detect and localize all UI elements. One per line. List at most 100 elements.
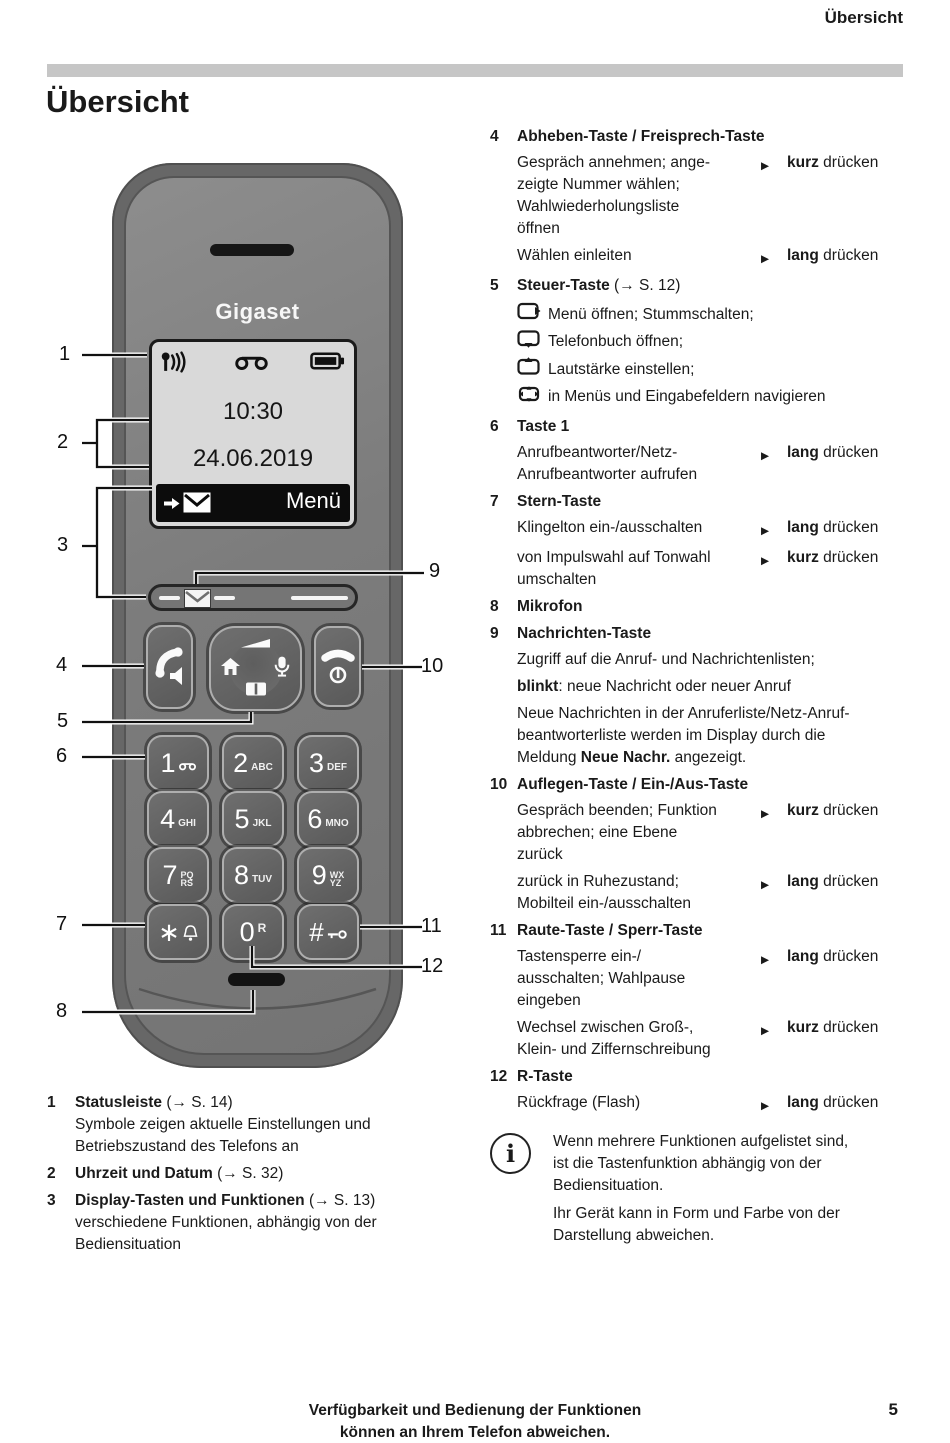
callout-number-2: 2: [57, 431, 69, 453]
message-key-envelope-icon: [184, 588, 211, 613]
arrow-icon: →: [171, 1094, 187, 1111]
key-digit: 3: [308, 747, 325, 778]
legend-item-number: 6: [490, 418, 499, 435]
legend-item-title: Nachrichten-Taste: [517, 623, 914, 645]
info-note-paragraph: Ihr Gerät kann in Form und Farbe von der…: [553, 1205, 840, 1244]
legend-item-title: Display-Tasten und Funktionen (→ S. 13): [75, 1190, 477, 1212]
function-description: Klingelton ein-/ausschalten: [517, 519, 703, 536]
control-key-function-row: Lautstärke einstellen;: [517, 356, 914, 384]
legend-item-title-text: Statusleiste: [75, 1094, 163, 1111]
callout-number-10: 10: [421, 655, 444, 677]
key-digit: #: [309, 917, 324, 947]
legend-item-title-text: Stern-Taste: [517, 493, 602, 510]
key-letters: JKL: [252, 817, 272, 829]
function-row: Klingelton ein-/ausschalten▶lang drücken: [517, 517, 914, 542]
legend-item-title: Abheben-Taste / Freisprech-Taste: [517, 126, 914, 148]
legend-item-title: Uhrzeit und Datum (→ S. 32): [75, 1163, 477, 1185]
key-letters: ABC: [251, 761, 273, 773]
press-action: kurz drücken: [787, 1019, 879, 1036]
control-key-function-row: in Menüs und Eingabefeldern navigieren: [517, 384, 914, 412]
display-date: 24.06.2019: [192, 445, 314, 472]
function-description: zurück in Ruhezustand; Mobilteil ein-/au…: [517, 873, 692, 912]
legend-item-title: Statusleiste (→ S. 14): [75, 1092, 477, 1114]
page-title: Übersicht: [46, 84, 189, 119]
page-reference: (→ S. 32): [212, 1165, 284, 1182]
legend-item-title-text: Display-Tasten und Funktionen: [75, 1192, 305, 1209]
function-description: Gespräch beenden; Funktion abbrechen; ei…: [517, 802, 717, 863]
legend-item-title: Stern-Taste: [517, 491, 914, 513]
legend-item-2: 2 Uhrzeit und Datum (→ S. 32): [47, 1163, 477, 1185]
legend-item-number: 9: [490, 625, 499, 642]
function-row: Tastensperre ein-/ ausschalten; Wahlpaus…: [517, 946, 914, 1012]
press-action: kurz drücken: [787, 549, 879, 566]
control-key-function-row: Telefonbuch öffnen;: [517, 329, 914, 357]
end-call-power-key: [314, 626, 361, 707]
function-row: Wählen einleiten▶lang drücken: [517, 245, 914, 270]
callout-number-8: 8: [56, 1000, 68, 1022]
press-action: lang drücken: [787, 247, 879, 264]
key-letters: GHI: [178, 817, 196, 829]
function-description: Menü öffnen; Stummschalten;: [548, 305, 754, 323]
display-key-mid-line: [214, 596, 235, 600]
legend-item-title: R-Taste: [517, 1066, 914, 1088]
page-reference: (→ S. 12): [609, 277, 681, 294]
legend-item-number: 8: [490, 598, 499, 615]
footer-note: Verfügbarkeit und Bedienung der Funktion…: [0, 1400, 950, 1443]
legend-item-title-text: Taste 1: [517, 418, 570, 435]
legend-item-title-text: Auflegen-Taste / Ein-/Aus-Taste: [517, 776, 749, 793]
callout-number-9: 9: [429, 560, 441, 582]
action-arrow-icon: ▶: [761, 1100, 770, 1112]
end-call-power-icon: [320, 649, 355, 683]
display-key-right-line: [291, 596, 348, 600]
legend-item-number: 7: [490, 493, 499, 510]
press-action: lang drücken: [787, 444, 879, 461]
legend-item-title-text: Abheben-Taste / Freisprech-Taste: [517, 128, 765, 145]
key-lock-icon: [327, 927, 347, 945]
function-row: Anrufbeantworter/Netz- Anrufbeantworter …: [517, 442, 914, 486]
arrow-icon: →: [314, 1192, 330, 1209]
running-header: Übersicht: [824, 8, 903, 27]
display-time: 10:30: [222, 398, 284, 425]
function-description: Neue Nachrichten in der Anruferliste/Net…: [517, 705, 850, 766]
page-reference: (→ S. 14): [162, 1094, 233, 1111]
legend-item-title-text: Raute-Taste / Sperr-Taste: [517, 922, 703, 939]
display-softkey-bar: Menü: [156, 484, 350, 522]
key-digit: 1: [160, 747, 176, 778]
arrow-right-icon: [164, 497, 181, 515]
microphone-icon: [273, 655, 291, 682]
control-key-down-icon: [517, 330, 541, 355]
battery-icon: [310, 352, 345, 375]
callout-number-1: 1: [59, 343, 71, 365]
function-row: Wechsel zwischen Groß-, Klein- und Ziffe…: [517, 1017, 914, 1061]
function-description: Rückfrage (Flash): [517, 1094, 641, 1111]
action-arrow-icon: ▶: [761, 879, 770, 891]
control-key-nav-icon: [517, 385, 541, 410]
callout-number-7: 7: [56, 913, 68, 935]
legend-item-number: 3: [47, 1192, 56, 1209]
legend-item-description: verschiedene Funktionen, abhängig von de…: [75, 1214, 377, 1253]
hash-key: #: [297, 904, 359, 960]
press-action: lang drücken: [787, 519, 879, 536]
function-description: Tastensperre ein-/ ausschalten; Wahlpaus…: [517, 948, 686, 1009]
info-note-text: Wenn mehrere Funktionen aufgelistet sind…: [553, 1131, 848, 1253]
display-key-left-line: [159, 596, 180, 600]
function-description: Wechsel zwischen Groß-, Klein- und Ziffe…: [517, 1019, 711, 1058]
signal-strength-icon: [161, 351, 189, 379]
legend-item-6: 6 Taste 1 Anrufbeantworter/Netz- Anrufbean…: [490, 416, 914, 486]
legend-item-title: Auflegen-Taste / Ein-/Aus-Taste: [517, 774, 914, 796]
control-key: [209, 626, 302, 711]
control-key-function-row: Menü öffnen; Stummschalten;: [517, 301, 914, 329]
legend-item-number: 2: [47, 1165, 56, 1182]
